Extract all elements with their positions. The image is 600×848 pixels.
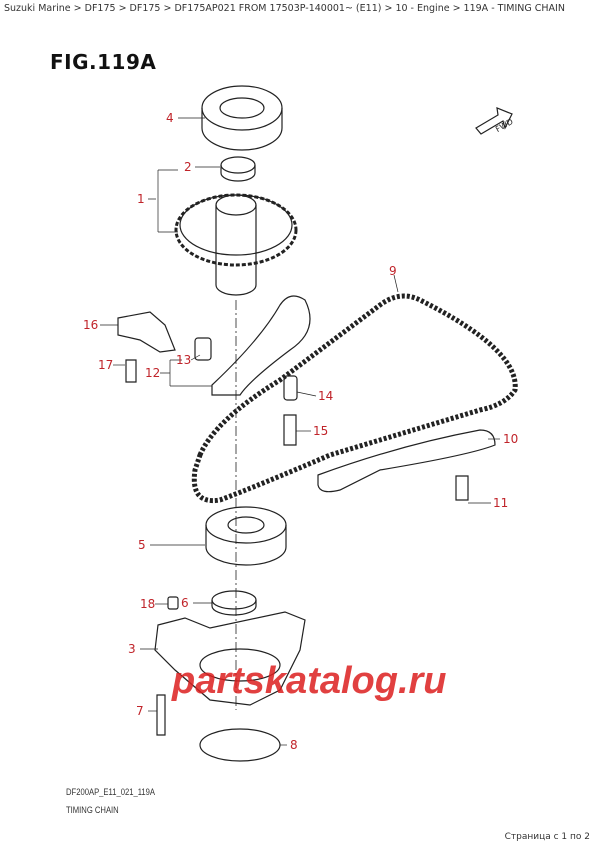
callout-11: 11: [493, 496, 508, 510]
callout-7: 7: [136, 704, 144, 718]
part-oring-8: [199, 728, 281, 762]
part-guide-10: [317, 429, 496, 493]
part-ring-2: [220, 156, 256, 182]
callout-17: 17: [98, 358, 113, 372]
part-gear-1: [174, 193, 298, 296]
callout-9: 9: [389, 264, 397, 278]
breadcrumb[interactable]: Suzuki Marine > DF175 > DF175 > DF175AP0…: [4, 3, 565, 14]
watermark: partskatalog.ru: [172, 660, 447, 702]
callout-6: 6: [181, 596, 189, 610]
part-pin-14: [283, 375, 298, 401]
figure-title: FIG.119A: [50, 50, 157, 74]
part-guide-12: [211, 295, 311, 396]
part-seal-6: [211, 590, 257, 616]
callout-16: 16: [83, 318, 98, 332]
callout-10: 10: [503, 432, 518, 446]
callout-8: 8: [290, 738, 298, 752]
part-bearing-5: [205, 506, 287, 566]
part-clip-13: [194, 337, 212, 361]
diagram-caption: TIMING CHAIN: [66, 805, 119, 815]
callout-4: 4: [166, 111, 174, 125]
callout-5: 5: [138, 538, 146, 552]
part-bolt-7: [156, 694, 166, 736]
part-bolt-17: [125, 359, 137, 383]
part-bolt-15: [283, 414, 297, 446]
part-chain-9: [191, 293, 518, 504]
diagram-code: DF200AP_E11_021_119A: [66, 787, 156, 797]
callout-3: 3: [128, 642, 136, 656]
callout-12: 12: [145, 366, 160, 380]
callout-18: 18: [140, 597, 155, 611]
callout-13: 13: [176, 353, 191, 367]
part-pin-18: [167, 596, 179, 610]
page-indicator: Страница с 1 по 2: [504, 832, 590, 842]
part-tensioner-16: [117, 311, 176, 353]
part-bearing-4: [201, 85, 283, 151]
fwd-arrow-icon: [475, 107, 513, 135]
part-bolt-11: [455, 475, 469, 501]
callout-14: 14: [318, 389, 333, 403]
callout-15: 15: [313, 424, 328, 438]
callout-1: 1: [137, 192, 145, 206]
callout-2: 2: [184, 160, 192, 174]
part-housing-3: [154, 611, 306, 706]
